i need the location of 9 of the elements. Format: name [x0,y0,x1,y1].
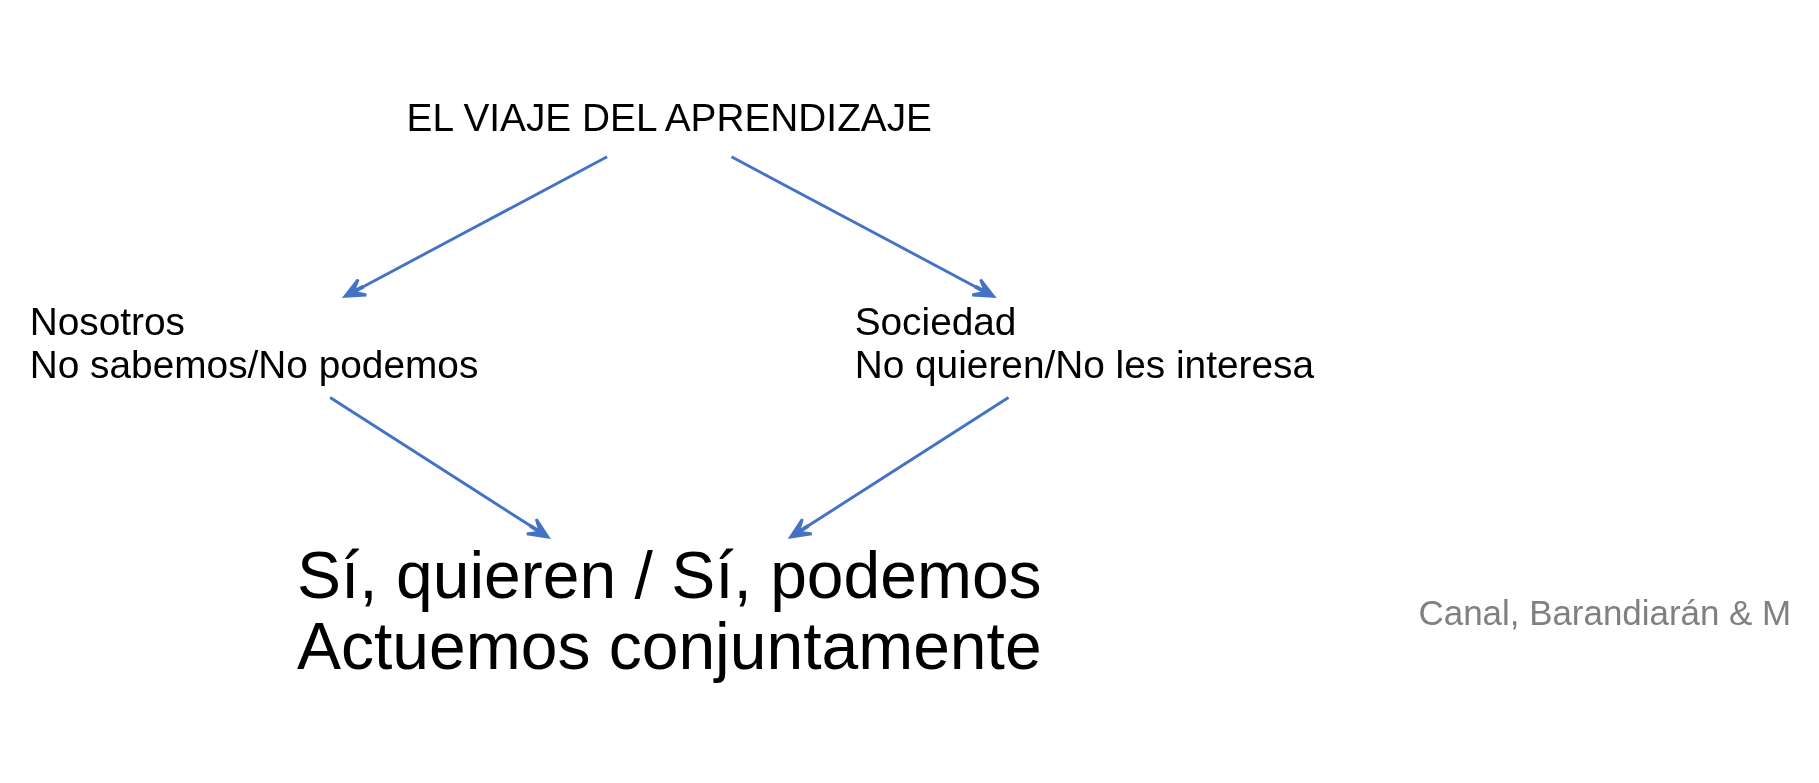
arrow [343,155,608,298]
arrow [789,396,1010,539]
label: Canal, Barandiarán & M [1418,593,1792,633]
node-text: Sociedad No quieren/No les interesa [854,300,1315,386]
arrow [329,396,550,539]
node-text: Sí, quieren / Sí, podemos Actuemos conjuntamente [297,537,1042,684]
arrow [730,155,995,298]
node-text: Nosotros No sabemos/No podemos [29,300,479,386]
node-text: EL VIAJE DEL APRENDIZAJE [406,96,932,140]
